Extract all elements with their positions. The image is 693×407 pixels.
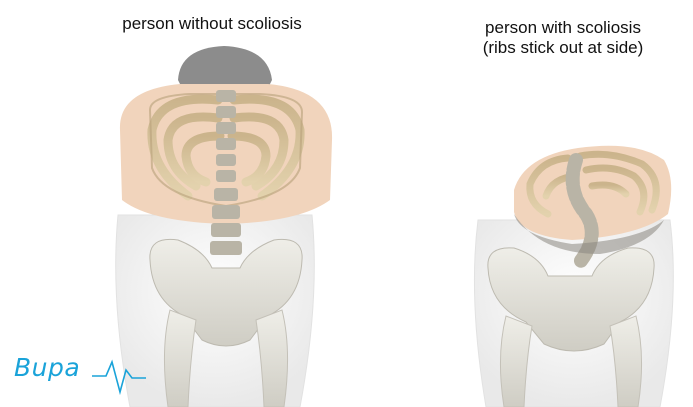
- figure-with-scoliosis: [474, 146, 673, 407]
- bupa-logo: Bupa: [14, 353, 80, 382]
- figure-without-scoliosis: [116, 46, 332, 407]
